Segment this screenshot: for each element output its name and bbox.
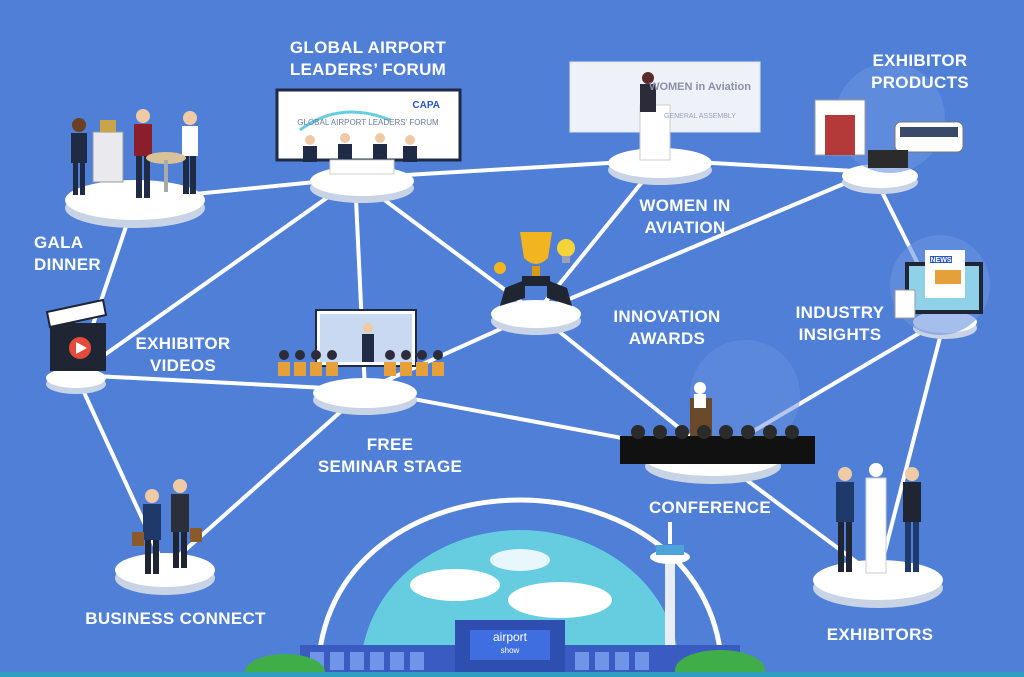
platform-business-connect	[115, 553, 215, 595]
label-exhibitor-products: EXHIBITOR PRODUCTS	[871, 51, 969, 92]
trophy-icon	[500, 232, 572, 306]
gala-dinner-scene	[71, 109, 198, 198]
control-tower-icon	[650, 522, 690, 677]
label-global-forum: GLOBAL AIRPORT LEADERS’ FORUM	[289, 38, 447, 79]
label-exhibitor-videos: EXHIBITOR VIDEOS	[135, 334, 231, 375]
cloud	[508, 582, 612, 618]
platform-innovation-awards	[491, 300, 581, 335]
label-exhibitors: EXHIBITORS	[826, 625, 934, 644]
forum-screen-title: GLOBAL AIRPORT LEADERS' FORUM	[297, 118, 439, 127]
label-innovation-awards: INNOVATION AWARDS	[613, 307, 721, 348]
label-conference: CONFERENCE	[648, 498, 771, 517]
forum-panel-people	[303, 133, 417, 175]
grass	[0, 650, 1024, 677]
airport-building	[300, 620, 740, 677]
women-screen-title: WOMEN in Aviation	[649, 81, 751, 93]
women-screen	[569, 61, 761, 161]
cloud	[490, 549, 550, 571]
women-screen-sub: GENERAL ASSEMBLY	[664, 113, 736, 120]
dome-arch	[315, 497, 725, 677]
exhibitor-products-scene	[814, 63, 964, 173]
platform-gala-dinner	[65, 180, 205, 228]
building-sign-line2: show	[501, 646, 520, 655]
platform-free-seminar	[313, 378, 417, 415]
lightbulb-icon	[557, 239, 575, 263]
news-label: NEWS	[931, 257, 952, 264]
business-connect-scene	[132, 479, 202, 574]
label-free-seminar: FREE SEMINAR STAGE	[317, 435, 463, 476]
exhibitors-scene	[836, 463, 921, 574]
platform-exhibitor-videos	[46, 368, 106, 394]
conference-scene	[620, 340, 815, 464]
label-business-connect: BUSINESS CONNECT	[85, 609, 266, 628]
news-monitor-icon	[890, 235, 990, 335]
label-industry-insights: INDUSTRY INSIGHTS	[795, 303, 885, 344]
platform-women-aviation	[608, 148, 712, 185]
clapperboard-icon	[45, 298, 108, 371]
seminar-scene	[278, 309, 444, 376]
medal-icon	[494, 262, 506, 274]
label-women-aviation: WOMEN IN AVIATION	[639, 196, 731, 237]
building-sign-line1: airport	[493, 630, 528, 644]
cloud	[410, 569, 500, 601]
label-gala-dinner: GALA DINNER	[34, 233, 101, 274]
forum-screen-brand: CAPA	[412, 100, 440, 111]
